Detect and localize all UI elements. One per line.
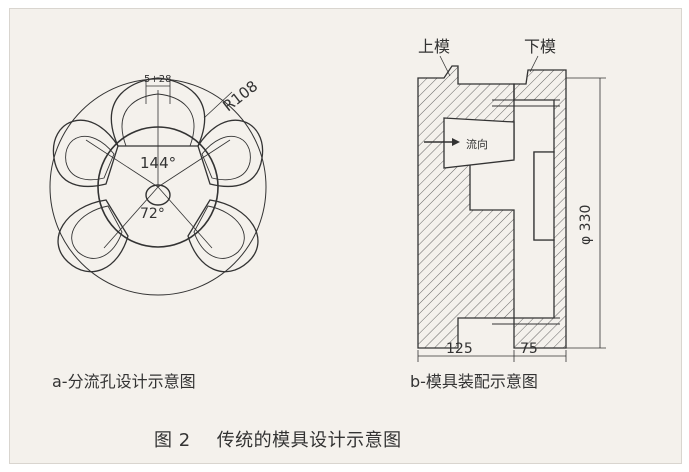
figure-title: 图 2 传统的模具设计示意图 — [154, 426, 402, 452]
flow-direction-label: 流向 — [466, 137, 488, 151]
die-assembly-diagram — [417, 55, 606, 362]
porthole-diagram — [49, 77, 267, 296]
figure-title-text: 传统的模具设计示意图 — [216, 430, 402, 451]
outer-circle — [49, 78, 267, 296]
angle-inner-label: 72° — [140, 206, 165, 222]
upper-die-bore — [443, 117, 515, 169]
figure-number: 图 2 — [154, 430, 191, 451]
paper-background — [9, 8, 682, 464]
dimension-top-label: 5+28 — [144, 74, 171, 85]
angle-outer-label: 144° — [140, 154, 176, 172]
mandrel-hole — [145, 184, 171, 206]
length-lower-label: 75 — [520, 341, 538, 357]
radius-label: R108 — [219, 77, 261, 115]
upper-die-label: 上模 — [418, 37, 450, 56]
lower-die-label: 下模 — [524, 37, 556, 56]
caption-a: a-分流孔设计示意图 — [52, 372, 196, 391]
length-upper-label: 125 — [446, 341, 473, 357]
diameter-label: φ 330 — [578, 205, 594, 245]
caption-b: b-模具装配示意图 — [410, 372, 538, 391]
upper-die-body — [417, 65, 515, 349]
porthole-petals — [52, 77, 264, 273]
lower-die-cavity — [533, 151, 555, 241]
